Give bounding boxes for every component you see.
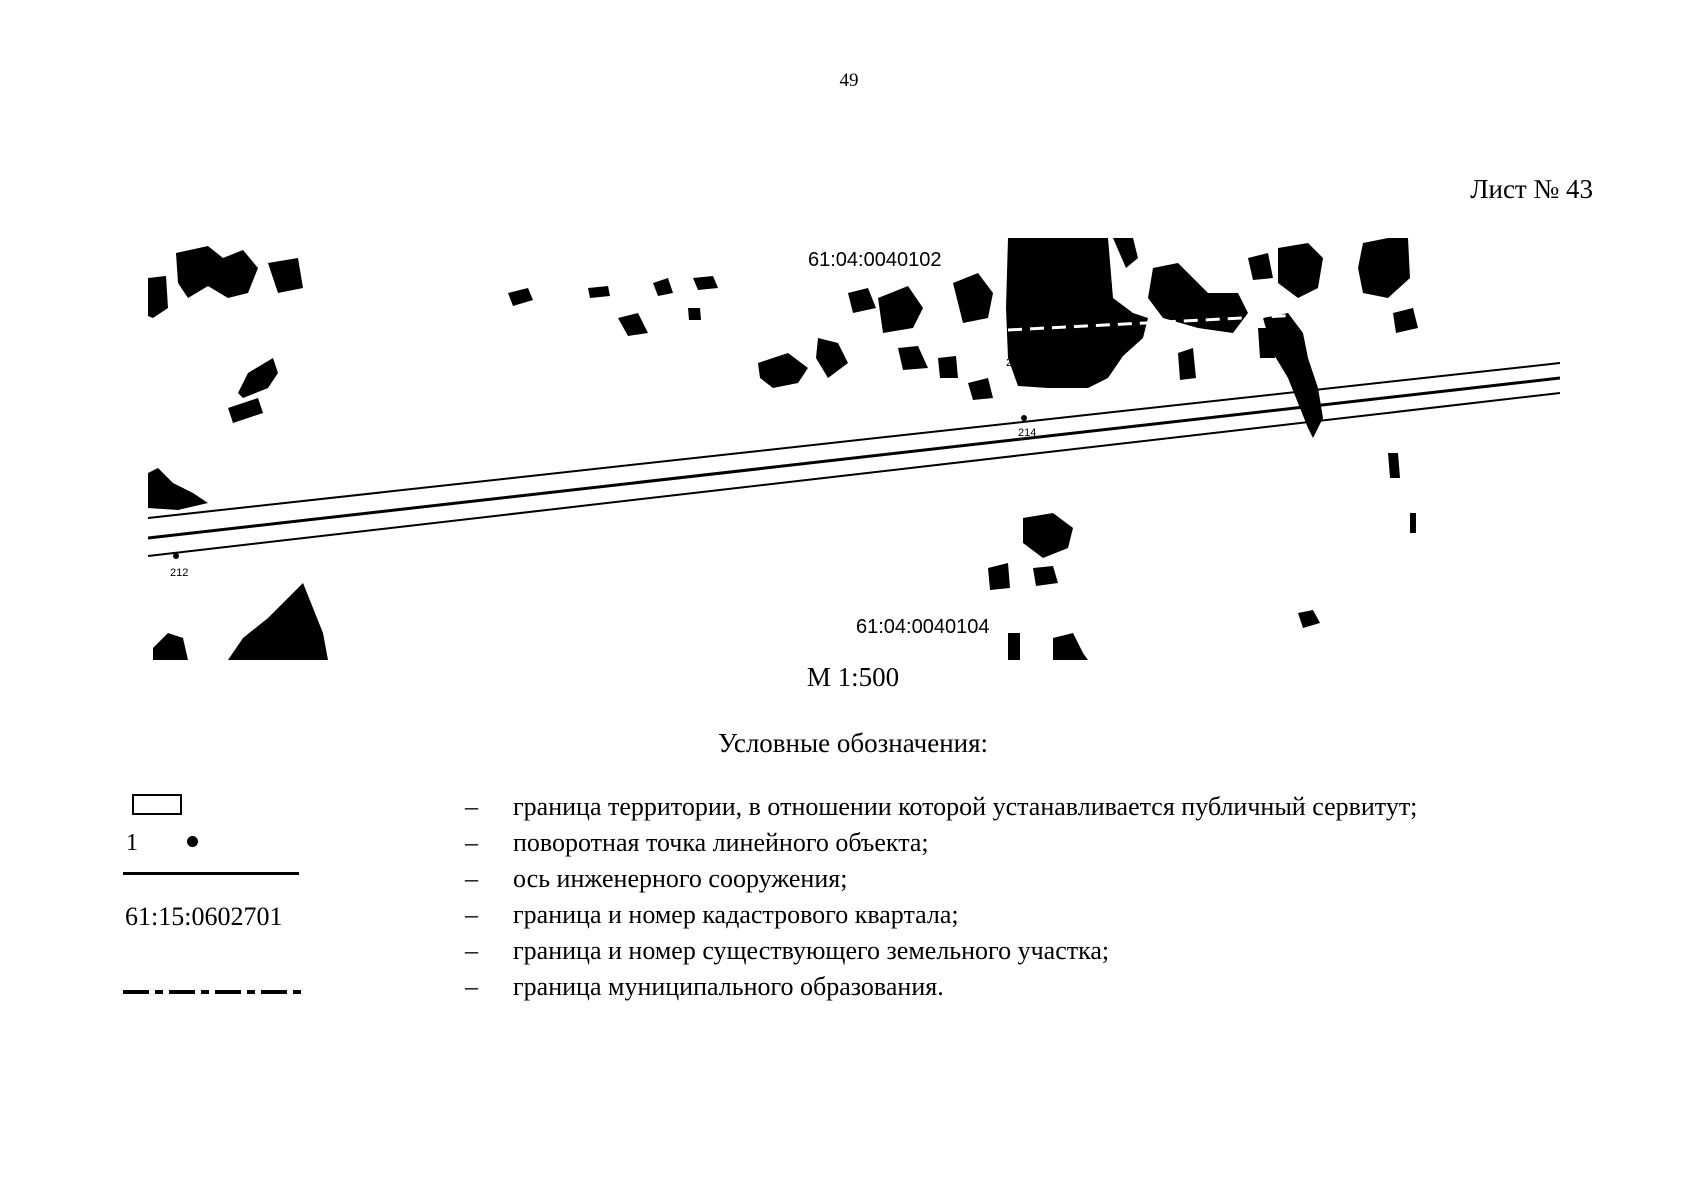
- map-svg: 212 213 214 61:04:0040102 61:04:0040104: [148, 238, 1560, 660]
- turning-point-number-symbol: 1: [126, 830, 138, 856]
- turning-point-dot-symbol: [187, 836, 198, 847]
- cadastral-quarter-label-south: 61:04:0040104: [856, 616, 989, 638]
- legend-item-text: поворотная точка линейного объекта;: [513, 828, 929, 857]
- legend-item-text: граница муниципального образования.: [513, 972, 944, 1001]
- axis-line-symbol: [123, 872, 299, 875]
- legend-dash: –: [465, 864, 478, 893]
- servitude-boundary: [148, 362, 1560, 557]
- legend-item-text: граница и номер существующего земельного…: [513, 936, 1110, 965]
- sheet-label: Лист № 43: [1470, 174, 1593, 204]
- point-label-214: 214: [1018, 427, 1036, 439]
- map-image: 212 213 214 61:04:0040102 61:04:0040104: [148, 238, 1560, 660]
- legend-item: – граница муниципального образования.: [120, 970, 1600, 1006]
- legend-dash: –: [465, 828, 478, 857]
- legend-dash: –: [465, 900, 478, 929]
- legend-item: – ось инженерного сооружения;: [120, 862, 1600, 898]
- municipal-boundary-symbol: [123, 990, 301, 994]
- cadastral-quarter-label-north: 61:04:0040102: [808, 249, 941, 271]
- legend-item: – граница и номер кадастрового квартала;: [120, 898, 1600, 934]
- turning-point-212: [173, 553, 179, 559]
- turning-point-214: [1021, 415, 1027, 421]
- legend-item: – поворотная точка линейного объекта;: [120, 826, 1600, 862]
- servitude-boundary-symbol: [132, 794, 182, 815]
- legend-item-text: ось инженерного сооружения;: [513, 864, 848, 893]
- legend-dash: –: [465, 972, 478, 1001]
- legend-title: Условные обозначения:: [717, 728, 989, 758]
- point-label-212: 212: [170, 567, 188, 579]
- page-number: 49: [839, 70, 859, 91]
- legend-item-text: граница и номер кадастрового квартала;: [513, 900, 959, 929]
- legend-symbols: 1 61:15:0602701: [120, 790, 320, 1030]
- legend-item-text: граница территории, в отношении которой …: [513, 792, 1418, 821]
- legend-item: – граница территории, в отношении которо…: [120, 790, 1600, 826]
- point-label-213: 213: [1006, 357, 1024, 369]
- legend: 1 61:15:0602701 – граница территории, в …: [120, 790, 1600, 1006]
- legend-item: – граница и номер существующего земельно…: [120, 934, 1600, 970]
- legend-dash: –: [465, 792, 478, 821]
- cadastral-quarter-symbol: 61:15:0602701: [125, 902, 283, 931]
- legend-dash: –: [465, 936, 478, 965]
- map-scale: М 1:500: [806, 662, 900, 692]
